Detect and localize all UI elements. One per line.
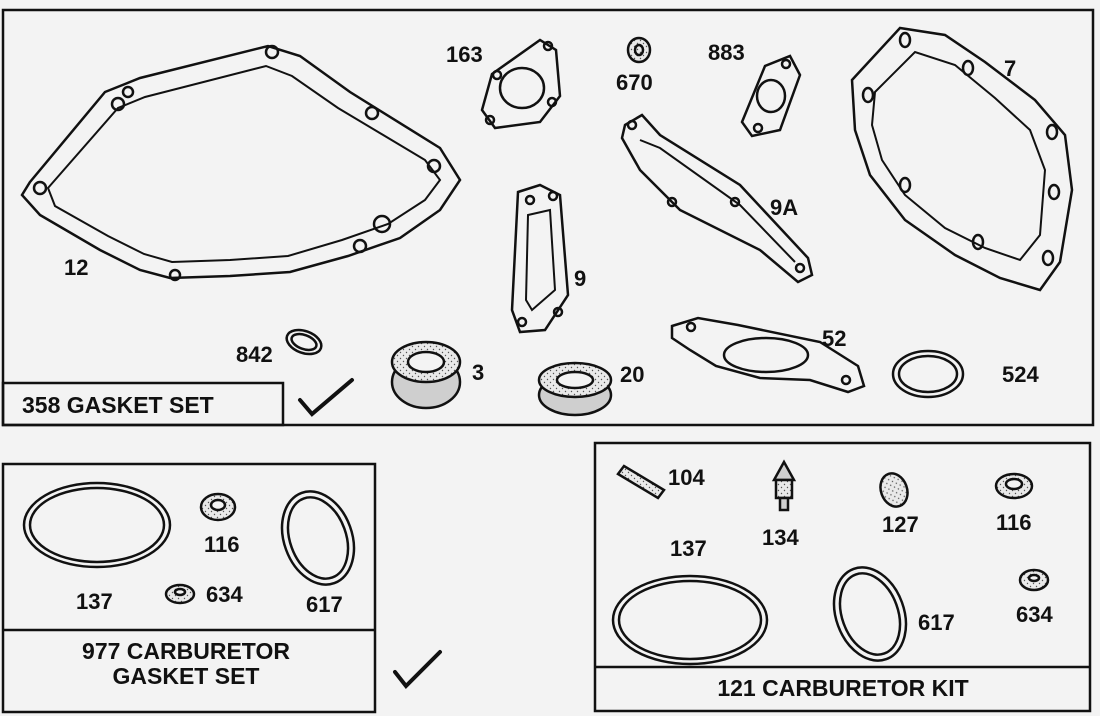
label-104: 104 — [668, 465, 705, 490]
gasket-524 — [891, 349, 965, 399]
gasket-670 — [626, 36, 652, 64]
gasket-9A — [620, 113, 814, 284]
gasket-set-title-box — [1, 381, 285, 427]
label-9: 9 — [574, 266, 586, 291]
label-116-carb-kit: 116 — [996, 510, 1032, 535]
gasket-set-title: 358 GASKET SET — [22, 392, 214, 418]
gasket-617-carb-set — [280, 490, 356, 586]
gasket-842 — [285, 328, 323, 356]
carb-kit-panel: 121 CARBURETOR KIT 104 134 127 116 137 — [593, 441, 1092, 713]
checkmark-icon — [393, 650, 442, 690]
gasket-137-carb-set — [22, 481, 172, 569]
label-617-carb-set: 617 — [306, 592, 343, 617]
label-3: 3 — [472, 360, 484, 385]
gasket-137-carb-kit — [611, 574, 769, 666]
label-52: 52 — [822, 326, 846, 351]
label-670: 670 — [616, 70, 653, 95]
washer-116-carb-set — [199, 492, 237, 522]
washer-634-carb-set — [164, 583, 196, 605]
gasket-9 — [510, 183, 570, 334]
gasket-set-panel: 358 GASKET SET 12 163 670 — [1, 8, 1095, 427]
label-127: 127 — [882, 512, 919, 537]
checkmark-icon — [298, 378, 354, 417]
carb-gasket-set-frame — [1, 462, 377, 714]
carb-gasket-set-title-1: 977 CARBURETOR — [82, 638, 290, 664]
gasket-7 — [850, 26, 1074, 292]
carb-kit-title: 121 CARBURETOR KIT — [717, 675, 968, 701]
washer-116-carb-kit — [994, 472, 1034, 500]
label-617-carb-kit: 617 — [918, 610, 955, 635]
label-20: 20 — [620, 362, 644, 387]
label-883: 883 — [708, 40, 745, 65]
carb-gasket-set-title-2: GASKET SET — [113, 663, 260, 689]
pin-104 — [616, 464, 666, 500]
label-134: 134 — [762, 525, 799, 550]
gasket-883 — [740, 54, 802, 138]
label-163: 163 — [446, 42, 483, 67]
gasket-set-frame — [1, 8, 1095, 427]
label-116-carb-set: 116 — [204, 532, 240, 557]
label-842: 842 — [236, 342, 273, 367]
label-137-carb-set: 137 — [76, 589, 113, 614]
label-12: 12 — [64, 255, 88, 280]
gasket-12 — [20, 44, 462, 282]
label-137-carb-kit: 137 — [670, 536, 707, 561]
plug-127 — [879, 472, 909, 508]
label-634-carb-set: 634 — [206, 582, 243, 607]
needle-134 — [771, 459, 797, 512]
seal-3 — [390, 340, 462, 410]
gasket-617-carb-kit — [832, 566, 908, 662]
label-7: 7 — [1004, 56, 1016, 81]
gasket-52 — [670, 316, 866, 394]
label-634-carb-kit: 634 — [1016, 602, 1053, 627]
label-524: 524 — [1002, 362, 1039, 387]
carb-kit-frame — [593, 441, 1092, 713]
gasket-163 — [480, 38, 562, 130]
label-9A: 9A — [770, 195, 798, 220]
washer-634-carb-kit — [1018, 568, 1050, 592]
seal-20 — [537, 361, 613, 417]
carb-gasket-set-panel: 977 CARBURETOR GASKET SET 137 116 634 61… — [1, 462, 442, 714]
